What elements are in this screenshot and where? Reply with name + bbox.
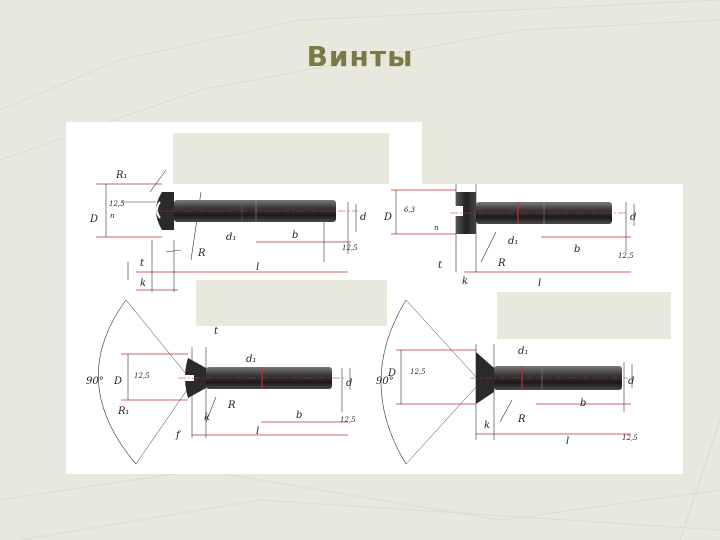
roughness-label: 12,5	[134, 372, 150, 380]
d1-label: d₁	[226, 232, 236, 243]
d-big-label: D	[383, 212, 392, 223]
caption-box-top-right	[422, 122, 683, 184]
t-label: t	[438, 260, 443, 271]
d-big-label: D	[113, 376, 122, 387]
drawing-countersunk-screw: 90° D 12,5 d₁ b d R l k 12,5	[376, 299, 638, 465]
d-label: d	[630, 212, 636, 223]
caption-box-bottom-left	[196, 280, 387, 326]
roughness-label-2: 12,5	[340, 416, 356, 424]
r-label: R	[227, 400, 236, 411]
l-label: l	[538, 278, 541, 289]
caption-box-bottom-right	[497, 292, 671, 339]
r-label: R	[197, 248, 206, 259]
screws-technical-drawing: R₁ D n 12,5 d₁ b d R l k t 12,5	[86, 169, 638, 465]
d1-label: d₁	[246, 354, 256, 365]
roughness-label: 12,5	[109, 200, 125, 208]
r-label: R	[497, 258, 506, 269]
n-label: n	[110, 212, 115, 220]
l-label: l	[256, 426, 259, 437]
d-label: d	[360, 212, 366, 223]
b-label: b	[580, 398, 586, 409]
roughness-label-2: 12,5	[342, 244, 358, 252]
d1-label: d₁	[508, 236, 518, 247]
f-label: f	[175, 430, 182, 441]
angle-label: 90°	[376, 376, 394, 387]
drawing-round-head-screw: R₁ D n 12,5 d₁ b d R l k t 12,5	[89, 169, 366, 292]
drawing-cheese-head-screw: D 6,3 n d₁ b d R l k t 12,5	[383, 184, 636, 289]
k-label: k	[484, 420, 490, 431]
b-label: b	[574, 244, 580, 255]
l-label: l	[566, 436, 569, 447]
r1-label: R₁	[115, 170, 128, 181]
angle-label: 90°	[86, 376, 104, 387]
b-label: b	[296, 410, 302, 421]
d-label: d	[346, 378, 352, 389]
screws-drawing-panel: R₁ D n 12,5 d₁ b d R l k t 12,5	[66, 122, 683, 474]
roughness-label-2: 12,5	[618, 252, 634, 260]
k-label: k	[140, 278, 146, 289]
b-label: b	[292, 230, 298, 241]
roughness-label: 6,3	[404, 206, 416, 214]
d-big-label: D	[387, 368, 396, 379]
k-label: k	[204, 412, 210, 423]
caption-box-top-left	[173, 133, 389, 184]
drawing-raised-countersunk-screw: 90° D 12,5 d₁ b d R₁ R l k t f 12,5	[86, 299, 356, 465]
d-big-label: D	[89, 214, 98, 225]
d1-label: d₁	[518, 346, 528, 357]
n-label: n	[434, 224, 439, 232]
r-label: R	[517, 414, 526, 425]
k-label: k	[462, 276, 468, 287]
d-label: d	[628, 376, 634, 387]
t-label: t	[214, 326, 219, 337]
roughness-label-2: 12,5	[622, 434, 638, 442]
roughness-label: 12,5	[410, 368, 426, 376]
slide-title: Винты	[306, 40, 414, 73]
r1-label: R₁	[117, 406, 130, 417]
l-label: l	[256, 262, 259, 273]
t-label: t	[140, 258, 145, 269]
